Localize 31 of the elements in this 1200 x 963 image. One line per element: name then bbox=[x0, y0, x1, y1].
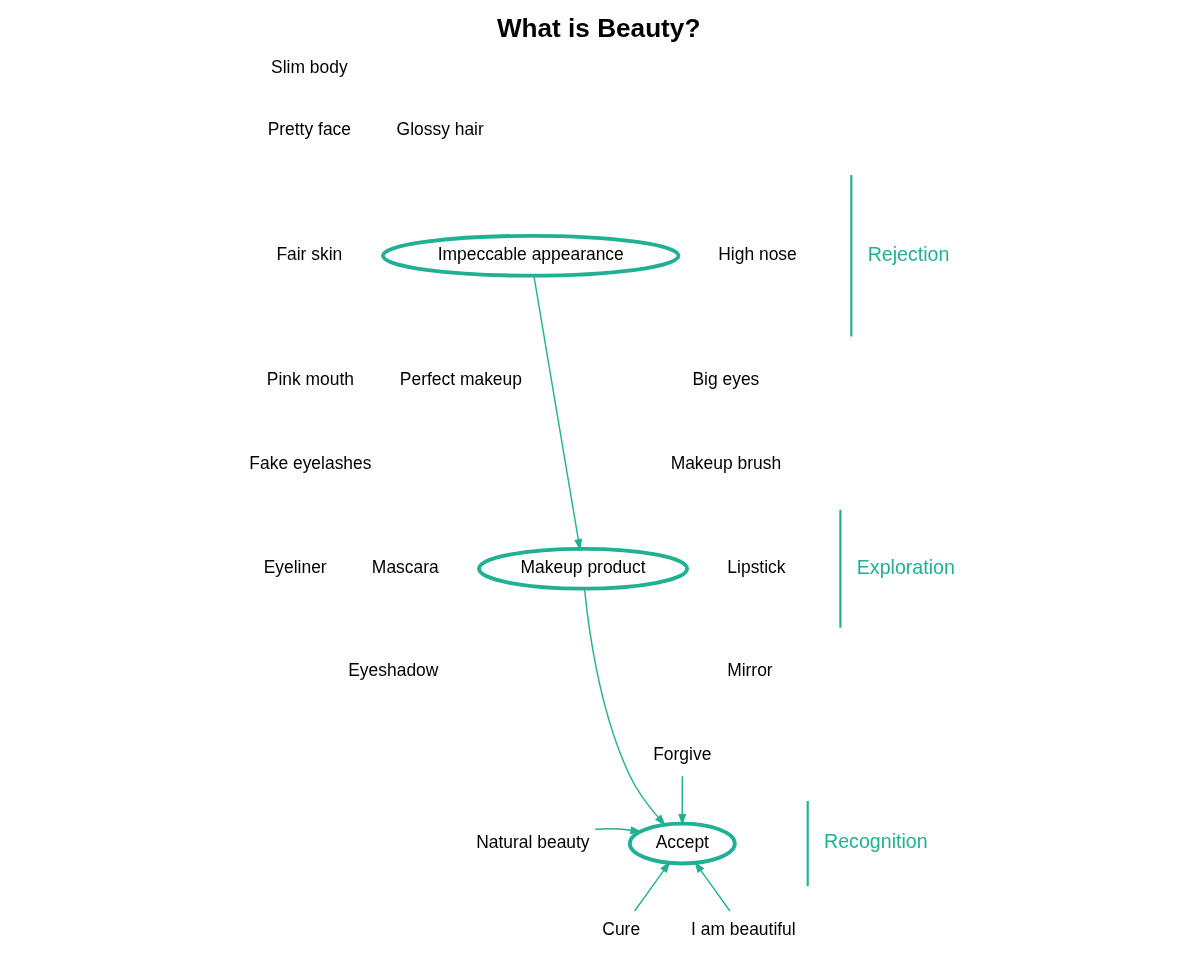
label: Perfect makeup bbox=[399, 369, 522, 390]
label: Eyeliner bbox=[263, 556, 327, 577]
label: Lipstick bbox=[726, 556, 786, 577]
arrow bbox=[532, 275, 582, 551]
arrow bbox=[677, 775, 686, 826]
label: Recognition bbox=[823, 830, 928, 853]
label: High nose bbox=[717, 243, 797, 264]
label: Exploration bbox=[856, 555, 955, 578]
arrow bbox=[633, 861, 670, 912]
diagram-title: What is Beauty? bbox=[496, 12, 700, 43]
node-text: I am beautiful bbox=[690, 918, 796, 939]
label: Mirror bbox=[726, 660, 773, 681]
node-text: Forgive bbox=[652, 744, 711, 765]
label: Big eyes bbox=[691, 369, 759, 390]
node-ellipse: Makeup product bbox=[476, 546, 689, 591]
label: Pink mouth bbox=[266, 369, 354, 390]
label: Fake eyelashes bbox=[248, 453, 371, 474]
label: Pretty face bbox=[267, 118, 351, 139]
label: Fair skin bbox=[275, 243, 342, 264]
node-text: Natural beauty bbox=[475, 831, 590, 852]
arrow bbox=[693, 861, 731, 912]
label: Eyeshadow bbox=[347, 660, 438, 681]
label: Makeup brush bbox=[670, 453, 781, 474]
arrow bbox=[594, 826, 642, 835]
label: Glossy hair bbox=[396, 118, 484, 139]
arrow bbox=[583, 588, 666, 826]
label: Slim body bbox=[270, 57, 348, 78]
label: Rejection bbox=[867, 242, 949, 265]
node-text: Cure bbox=[601, 918, 640, 939]
node-ellipse: Impeccable appearance bbox=[380, 233, 680, 278]
label: Mascara bbox=[371, 556, 439, 577]
